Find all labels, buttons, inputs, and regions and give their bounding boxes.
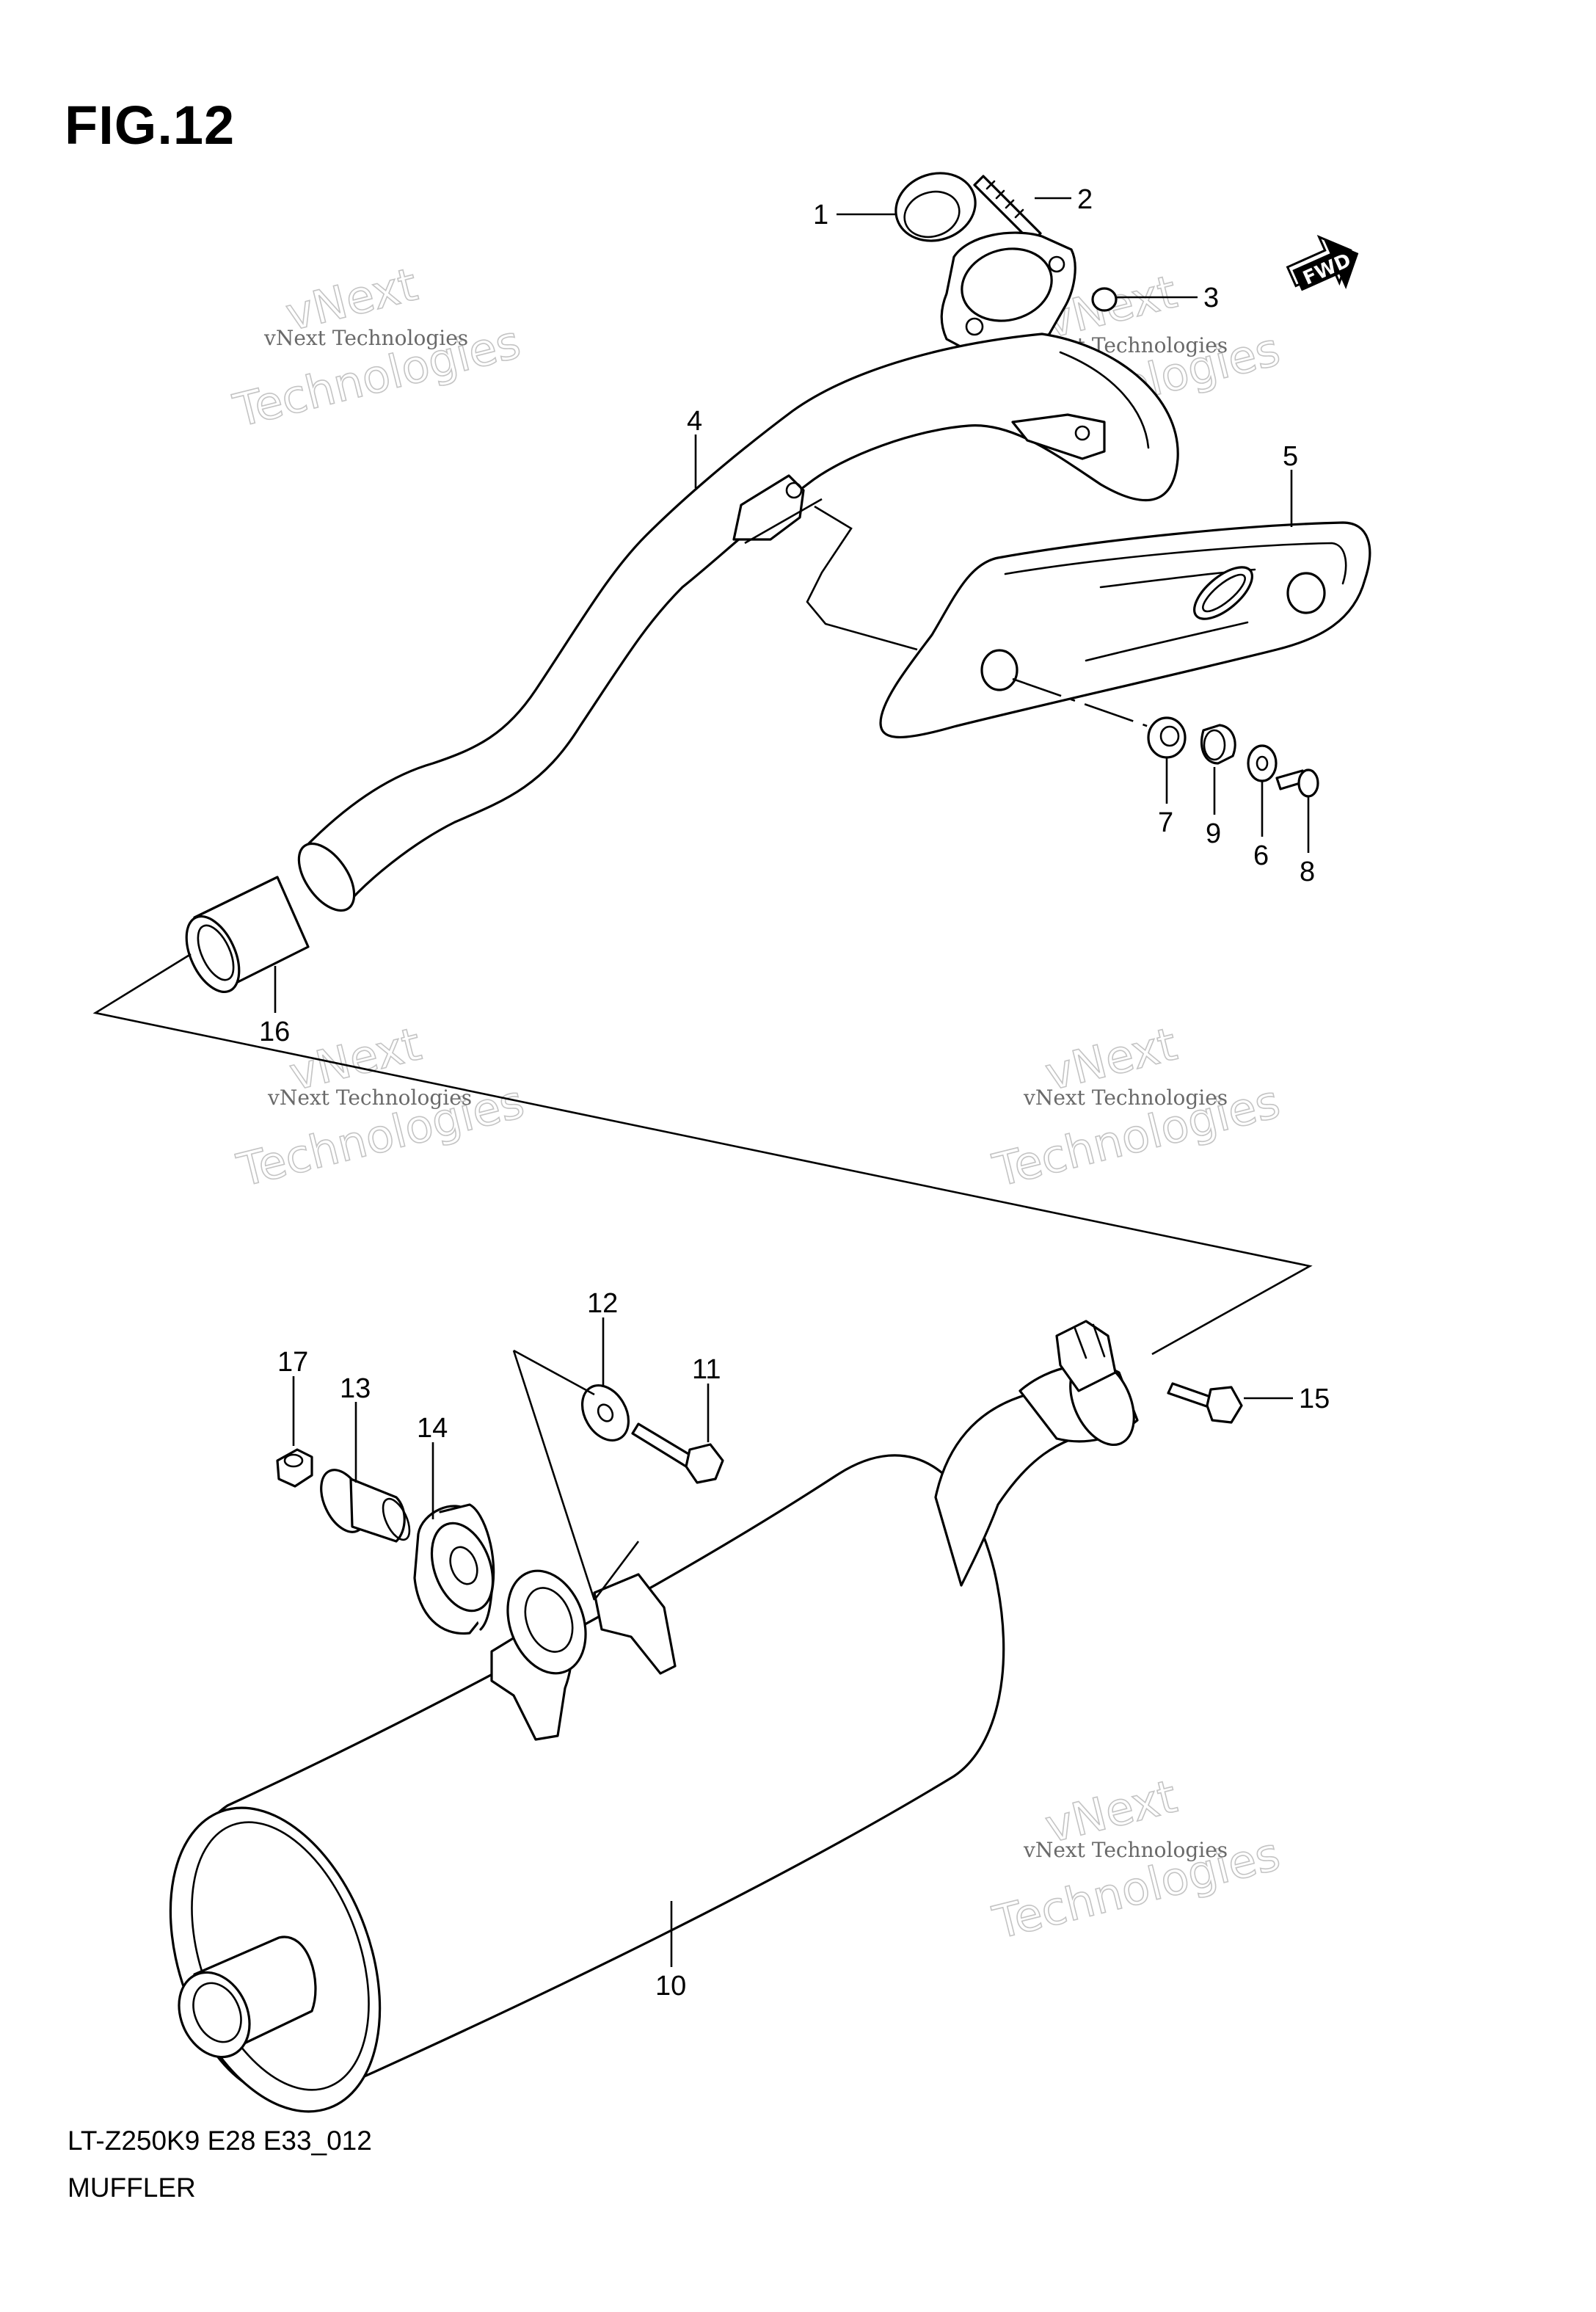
callout-leaders <box>274 197 1310 1967</box>
callout-labels: 1 2 3 4 5 6 7 8 9 10 11 12 13 14 15 16 1… <box>259 184 1330 2002</box>
figure-title: FIG.12 <box>65 95 236 156</box>
callout-12: 12 <box>587 1288 618 1319</box>
svg-text:vNext Technologies: vNext Technologies <box>1023 1838 1228 1862</box>
callout-17: 17 <box>277 1347 308 1378</box>
svg-text:vNext Technologies: vNext Technologies <box>1023 1086 1228 1110</box>
callout-16: 16 <box>259 1017 290 1047</box>
part-5-heat-shield <box>879 521 1371 738</box>
part-8-bolt <box>1275 768 1319 798</box>
callout-4: 4 <box>687 406 702 437</box>
part-6-washer <box>1247 744 1278 782</box>
callout-10: 10 <box>655 1971 686 2002</box>
svg-text:vNext Technologies: vNext Technologies <box>267 1086 472 1110</box>
connector-lines <box>92 498 1313 1601</box>
svg-text:vNext Technologies: vNext Technologies <box>263 326 468 350</box>
part-9-collar <box>1200 724 1236 765</box>
callout-7: 7 <box>1158 807 1173 838</box>
part-11-bolt <box>631 1422 724 1484</box>
part-1-gasket <box>894 172 977 242</box>
part-4-exhaust-pipe <box>297 231 1179 912</box>
figure-code: LT-Z250K9 E28 E33_012 <box>68 2126 372 2156</box>
callout-9: 9 <box>1206 818 1221 849</box>
callout-8: 8 <box>1300 857 1315 887</box>
callout-13: 13 <box>340 1373 371 1404</box>
part-10-muffler <box>169 1320 1139 2113</box>
part-16-sleeve <box>185 876 310 994</box>
callout-5: 5 <box>1283 441 1298 472</box>
watermark-mid-right: vNext Technologies vNext Technologies <box>987 1017 1286 1198</box>
part-13-collar <box>320 1469 411 1543</box>
callout-14: 14 <box>417 1413 448 1444</box>
part-17-nut <box>276 1448 313 1488</box>
part-14-rubber-mount <box>413 1503 495 1635</box>
part-3-nut <box>1091 287 1118 312</box>
muffler-mount-ring <box>506 1569 587 1675</box>
callout-6: 6 <box>1253 840 1269 871</box>
part-7-grommet <box>1147 716 1187 759</box>
figure-name: MUFFLER <box>68 2173 196 2203</box>
callout-3: 3 <box>1203 283 1219 313</box>
part-15-bolt <box>1167 1382 1243 1424</box>
callout-11: 11 <box>692 1354 721 1385</box>
watermark-top-left: vNext Technologies vNext Technologies <box>227 257 526 438</box>
callout-15: 15 <box>1299 1384 1330 1414</box>
callout-2: 2 <box>1077 184 1093 215</box>
watermark-bottom-right: vNext Technologies vNext Technologies <box>987 1769 1286 1950</box>
callout-1: 1 <box>813 200 828 230</box>
fwd-arrow-icon: FWD <box>1286 235 1359 291</box>
part-12-washer <box>580 1384 630 1442</box>
